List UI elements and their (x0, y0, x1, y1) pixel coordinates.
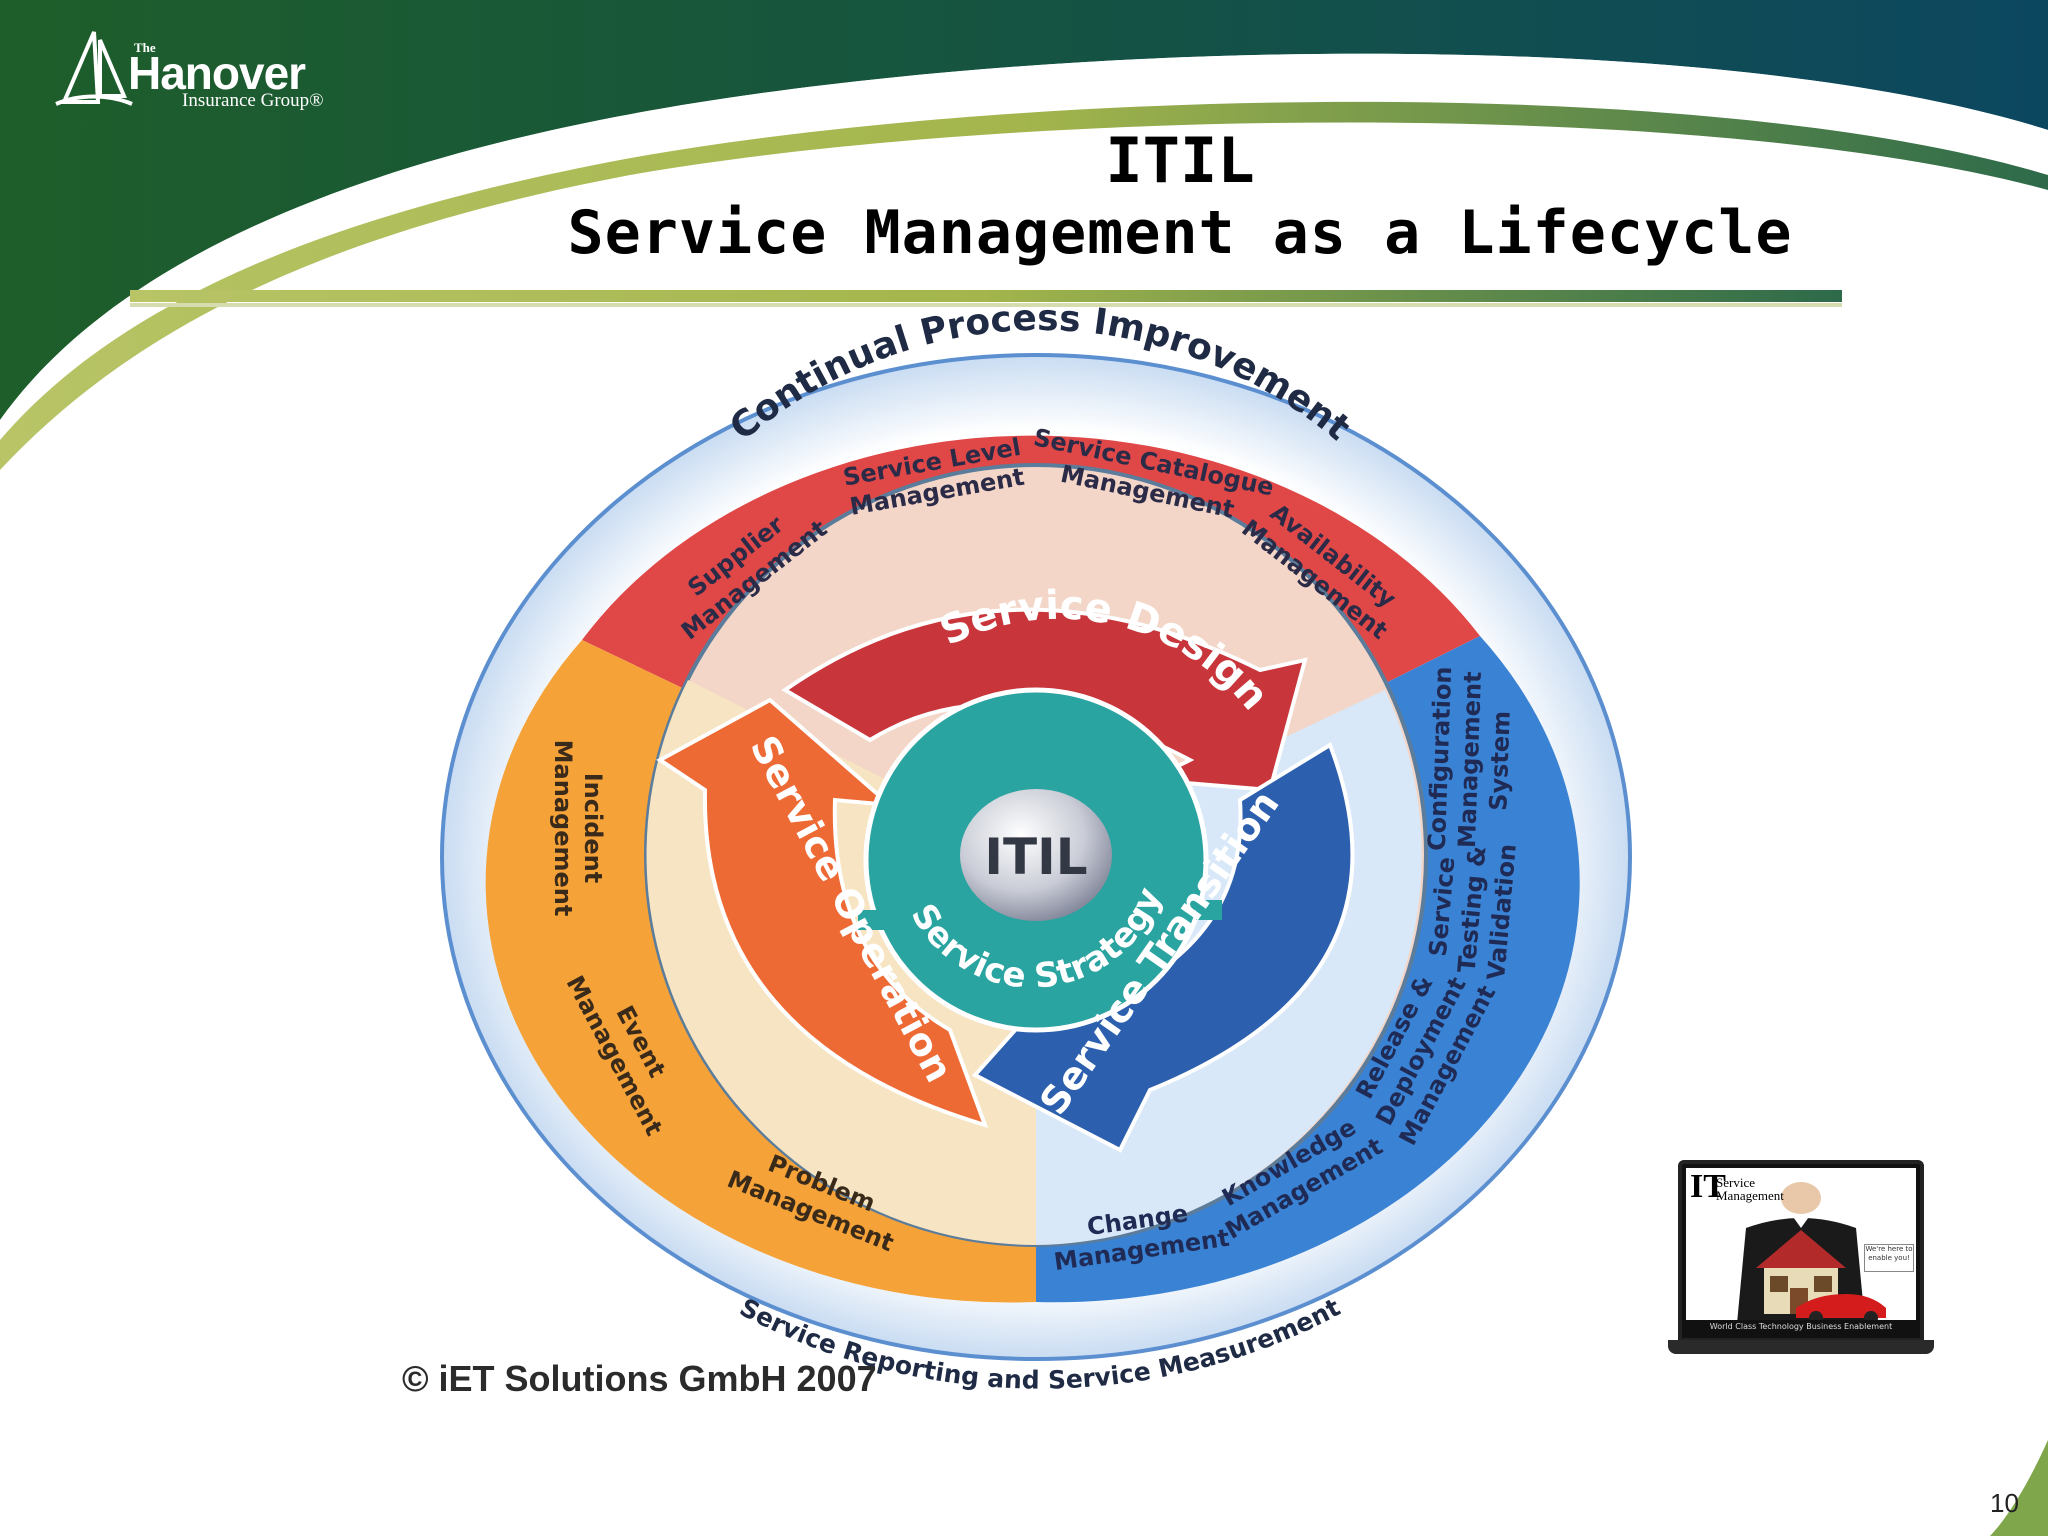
copyright-text: © iET Solutions GmbH 2007 (402, 1358, 877, 1399)
logo-name: Hanover (128, 47, 306, 99)
laptop-base (1668, 1340, 1934, 1354)
laptop-screen: IT Service Management We're here to enab… (1678, 1160, 1924, 1342)
sail-logo-icon (55, 31, 133, 106)
svg-text:Configuration: Configuration (1423, 666, 1457, 851)
service-transition-arrow (971, 742, 1355, 1153)
svg-text:Management: Management (549, 740, 577, 917)
laptop-it-text: IT (1690, 1168, 1726, 1205)
laptop-tagline: World Class Technology Business Enableme… (1686, 1320, 1916, 1334)
svg-text:System: System (1484, 710, 1515, 811)
laptop-speech-bubble: We're here to enable you! (1864, 1244, 1914, 1272)
logo-subtitle: Insurance Group® (182, 90, 324, 111)
hanover-logo: The Hanover Insurance Group® (54, 26, 354, 116)
svg-text:Management: Management (1453, 671, 1487, 849)
itil-center-label: ITIL (984, 828, 1087, 886)
house-car-illustration (1736, 1182, 1886, 1334)
incident-management-label: Incident Management (549, 740, 607, 917)
logo-the: The (134, 40, 156, 55)
laptop-display: IT Service Management We're here to enab… (1686, 1168, 1916, 1334)
itil-center-ball (960, 789, 1112, 921)
it-service-management-laptop-image: IT Service Management We're here to enab… (1668, 1156, 1934, 1356)
configuration-management-system-label: Configuration Management System (1423, 666, 1516, 851)
laptop-service-management-text: Service Management (1716, 1175, 1784, 1203)
page-number: 10 (1990, 1488, 2019, 1518)
service-operation-arrow (656, 697, 989, 1129)
svg-text:Incident: Incident (579, 773, 607, 883)
page-title-line1: ITIL (1105, 124, 1255, 197)
page-title-line2: Service Management as a Lifecycle (567, 198, 1793, 268)
